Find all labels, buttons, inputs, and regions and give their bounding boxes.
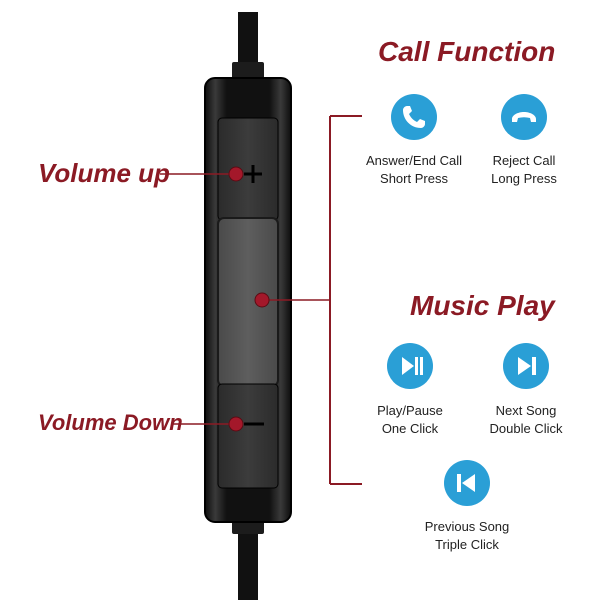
- previous-song-button[interactable]: [444, 460, 490, 506]
- previous-song-caption: Previous Song Triple Click: [407, 518, 527, 554]
- caption-line2: One Click: [381, 421, 439, 436]
- caption-line1: Play/Pause: [377, 403, 443, 418]
- volume-down-button[interactable]: [217, 383, 279, 489]
- caption-line2: Short Press: [380, 171, 448, 186]
- caption-line2: Long Press: [491, 171, 557, 186]
- caption-line2: Triple Click: [435, 537, 499, 552]
- caption-line1: Next Song: [495, 403, 557, 418]
- cable-top-collar: [232, 62, 264, 80]
- volume-down-label: Volume Down: [38, 410, 183, 435]
- next-track-icon: [518, 357, 536, 375]
- music-play-title: Music Play: [410, 290, 555, 321]
- call-reject-button[interactable]: [501, 94, 547, 140]
- call-function-title: Call Function: [378, 36, 556, 67]
- play-pause-caption: Play/Pause One Click: [350, 402, 470, 438]
- cable-bottom: [238, 520, 258, 600]
- answer-end-call-caption: Answer/End Call Short Press: [354, 152, 474, 188]
- caption-line1: Answer/End Call: [365, 153, 463, 168]
- volume-down-marker: [228, 416, 244, 432]
- reject-call-caption: Reject Call Long Press: [464, 152, 584, 188]
- caption-line2: Double Click: [489, 421, 563, 436]
- next-song-caption: Next Song Double Click: [466, 402, 586, 438]
- volume-up-label: Volume up: [38, 158, 170, 188]
- phone-answer-icon: [403, 106, 425, 128]
- volume-up-button[interactable]: [217, 117, 279, 221]
- caption-line1: Reject Call: [492, 153, 556, 168]
- phone-hangup-icon: [512, 112, 536, 122]
- play-pause-icon: [402, 357, 423, 375]
- next-song-button[interactable]: [503, 343, 549, 389]
- previous-track-icon: [457, 474, 475, 492]
- call-answer-button[interactable]: [391, 94, 437, 140]
- caption-line1: Previous Song: [424, 519, 510, 534]
- cable-top: [238, 12, 258, 76]
- volume-up-marker: [228, 166, 244, 182]
- multifunction-marker: [254, 292, 270, 308]
- play-pause-button[interactable]: [387, 343, 433, 389]
